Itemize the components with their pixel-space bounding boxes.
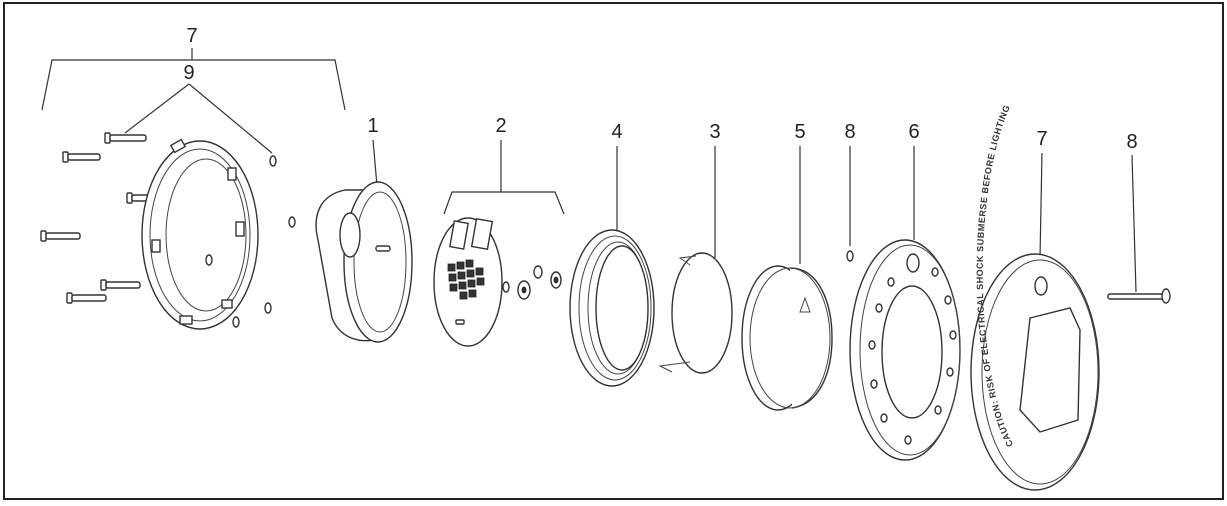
lens-disc	[658, 252, 733, 374]
lens-cap	[741, 265, 833, 411]
callout-9: 9	[183, 62, 194, 84]
face-ring	[849, 239, 961, 461]
callout-8-middle: 8	[844, 121, 855, 143]
callout-2: 2	[495, 115, 506, 137]
leader-lines	[41, 48, 1137, 293]
callout-6: 6	[908, 121, 919, 143]
mounting-ring	[141, 138, 259, 330]
callout-8-right: 8	[1126, 131, 1137, 153]
callout-5: 5	[794, 121, 805, 143]
callout-4: 4	[611, 121, 622, 143]
circuit-board	[433, 217, 503, 347]
callout-1: 1	[367, 115, 378, 137]
callout-7-right: 7	[1036, 128, 1047, 150]
diagram-frame	[3, 2, 1224, 500]
o-ring-washers	[232, 155, 854, 328]
threaded-ring	[569, 229, 655, 387]
callout-7-left: 7	[186, 25, 197, 47]
mounting-screws	[40, 132, 153, 304]
callout-3: 3	[709, 121, 720, 143]
led-array	[447, 259, 485, 300]
front-cover: CAUTION: RISK OF ELECTRICAL SHOCK SUBMER…	[970, 103, 1100, 491]
hardware-nuts	[502, 265, 562, 300]
cover-screw	[1107, 288, 1171, 304]
lamp-housing	[315, 181, 413, 343]
